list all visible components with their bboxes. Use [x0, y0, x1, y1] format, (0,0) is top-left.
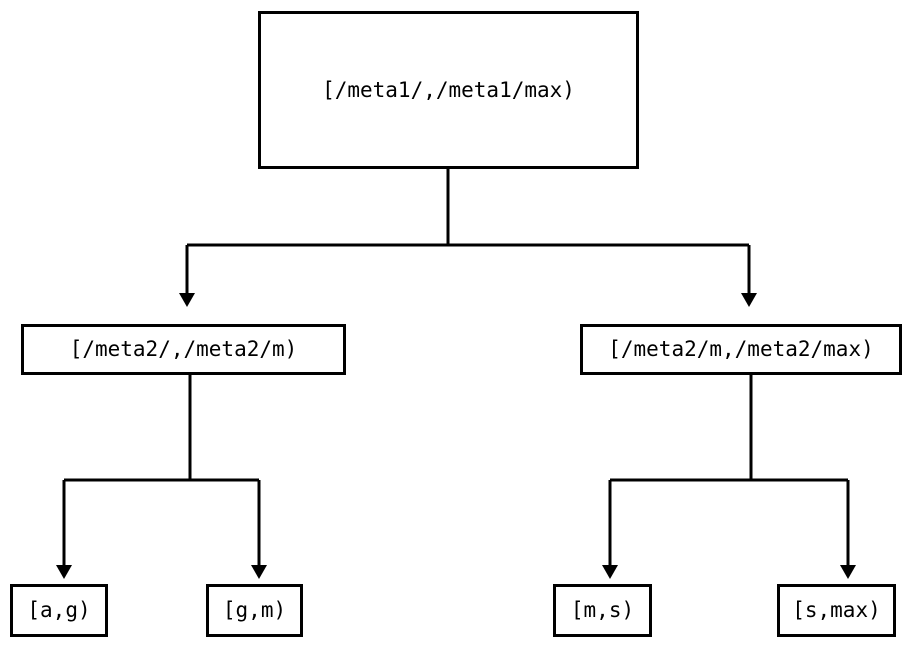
tree-node-leaf-gm-label: [g,m): [222, 598, 287, 622]
tree-node-mid-right-label: [/meta2/m,/meta2/max): [608, 337, 874, 361]
arrowhead-to-mid-left: [179, 293, 195, 307]
tree-node-leaf-smax-label: [s,max): [792, 598, 881, 622]
tree-node-mid-left: [/meta2/,/meta2/m): [21, 324, 346, 375]
tree-node-leaf-gm: [g,m): [206, 584, 303, 637]
tree-node-mid-left-label: [/meta2/,/meta2/m): [69, 337, 298, 361]
arrowhead-to-leaf-gm: [251, 565, 267, 579]
tree-node-root: [/meta1/,/meta1/max): [258, 11, 639, 169]
tree-node-leaf-ms-label: [m,s): [570, 598, 635, 622]
tree-node-root-label: [/meta1/,/meta1/max): [322, 77, 575, 102]
arrowhead-to-mid-right: [741, 293, 757, 307]
tree-node-leaf-ag: [a,g): [10, 584, 108, 637]
tree-node-leaf-ms: [m,s): [553, 584, 652, 637]
tree-node-leaf-smax: [s,max): [777, 584, 896, 637]
arrowhead-to-leaf-ag: [56, 565, 72, 579]
arrowhead-to-leaf-ms: [602, 565, 618, 579]
tree-node-mid-right: [/meta2/m,/meta2/max): [580, 324, 902, 375]
arrowhead-to-leaf-smax: [840, 565, 856, 579]
tree-node-leaf-ag-label: [a,g): [27, 598, 91, 622]
